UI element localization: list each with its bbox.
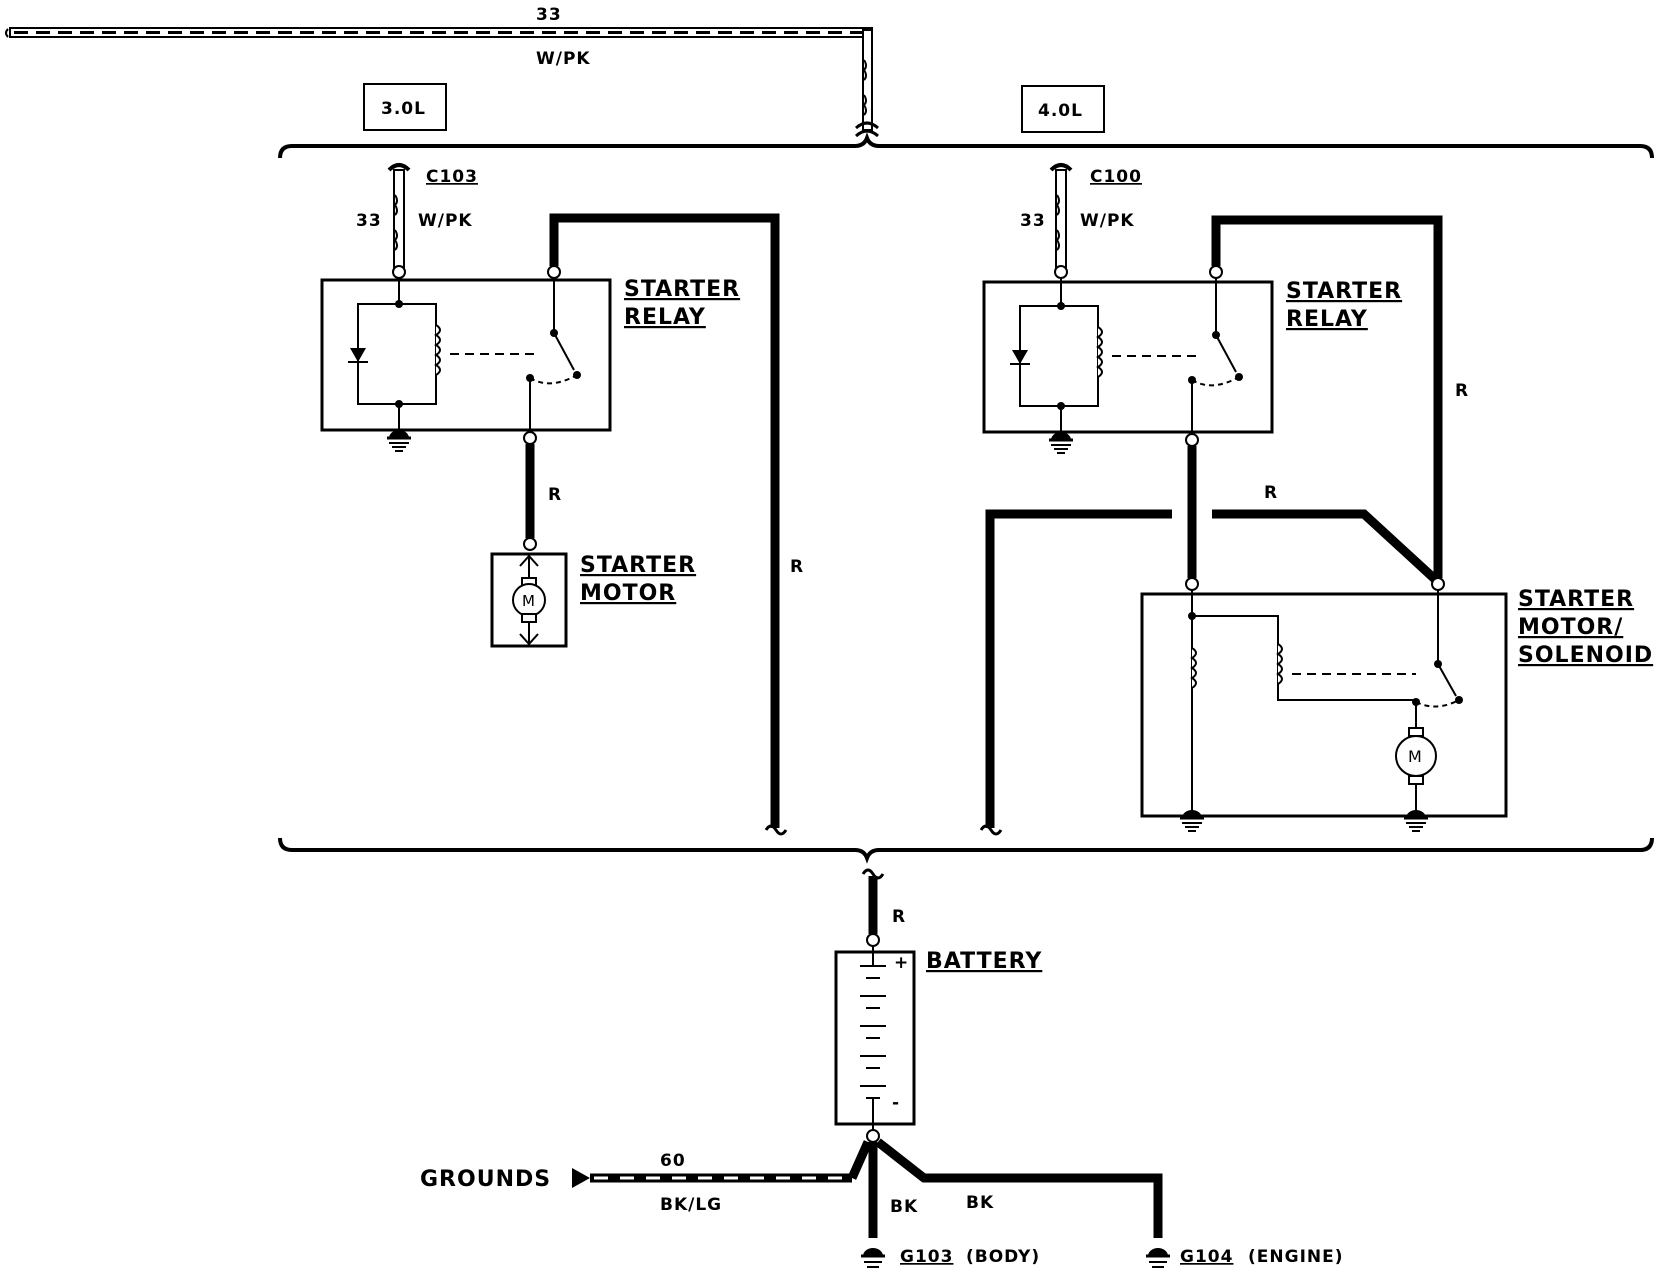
g104-desc: (ENGINE) [1248, 1247, 1344, 1267]
right-r-mid-wire-right [1212, 509, 1442, 586]
g104-label: G104 [1180, 1247, 1233, 1267]
right-r-top-label: R [1455, 381, 1469, 401]
left-r-feed-label: R [790, 557, 804, 577]
right-wire-circuit: 33 [1020, 211, 1046, 231]
left-relay-line2: RELAY [624, 305, 706, 330]
right-relay-line1: STARTER [1286, 279, 1402, 304]
g103-desc: (BODY) [966, 1247, 1040, 1267]
right-r-mid-wire-left [985, 509, 1172, 828]
right-starter-relay [982, 265, 1274, 454]
battery-minus: - [892, 1093, 900, 1113]
left-wire-color: W/PK [418, 211, 473, 231]
g104-wire-label: BK [966, 1193, 994, 1213]
g104-ground-icon [1146, 1248, 1170, 1268]
left-r-feed-wire [549, 213, 780, 828]
g103-ground-icon [861, 1248, 885, 1268]
right-r-top-wire [1211, 215, 1443, 578]
left-starter-relay [320, 265, 612, 452]
right-relay-line2: RELAY [1286, 307, 1368, 332]
right-r-mid-label: R [1264, 483, 1278, 503]
grounds-color: BK/LG [660, 1195, 722, 1215]
top-wire-circuit: 33 [536, 5, 562, 25]
variant-label-left: 3.0L [381, 99, 426, 119]
g103-label: G103 [900, 1247, 953, 1267]
variant-label-right: 4.0L [1038, 101, 1083, 121]
right-solenoid-line2: MOTOR/ [1518, 615, 1623, 640]
g104-wire [875, 1138, 1163, 1238]
battery-plus: + [894, 953, 909, 973]
variant-box-left [363, 83, 447, 131]
grounds-circuit: 60 [660, 1151, 686, 1171]
left-motor-line1: STARTER [580, 553, 696, 578]
right-solenoid-line3: SOLENOID [1518, 643, 1653, 668]
right-starter-solenoid [1140, 590, 1508, 832]
right-solenoid-line1: STARTER [1518, 587, 1634, 612]
left-motor-symbol: M [522, 592, 536, 610]
top-wire-color: W/PK [536, 49, 591, 69]
left-r-motor-label: R [548, 485, 562, 505]
right-wire-color: W/PK [1080, 211, 1135, 231]
grounds-wire-60 [572, 1140, 873, 1188]
left-relay-line1: STARTER [624, 277, 740, 302]
right-connector-c100 [1049, 163, 1073, 279]
left-connector-c103 [387, 163, 411, 279]
battery-r-label: R [892, 907, 906, 927]
battery [834, 946, 916, 1130]
g103-wire-label: BK [890, 1197, 918, 1217]
right-motor-symbol: M [1408, 747, 1423, 766]
top-brace [278, 132, 1654, 159]
grounds-label: GROUNDS [420, 1167, 551, 1192]
battery-label: BATTERY [926, 949, 1042, 974]
left-starter-motor [490, 552, 568, 648]
left-connector-label: C103 [426, 167, 478, 187]
variant-box-right [1021, 85, 1105, 133]
top-wire-33 [5, 27, 880, 138]
right-connector-label: C100 [1090, 167, 1142, 187]
left-motor-line2: MOTOR [580, 581, 676, 606]
bottom-brace [278, 837, 1654, 864]
left-wire-circuit: 33 [356, 211, 382, 231]
